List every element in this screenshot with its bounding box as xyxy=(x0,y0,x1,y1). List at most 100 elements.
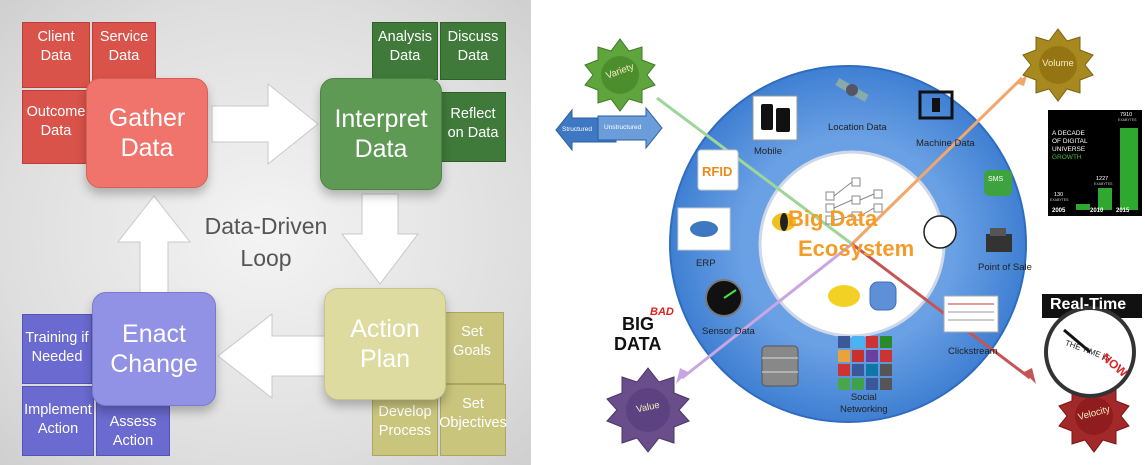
discuss-data-label: Discuss Data xyxy=(447,29,499,64)
value-gear xyxy=(606,367,690,453)
growth-value-2010: 1227 xyxy=(1096,176,1109,182)
social-networking-icons xyxy=(838,336,892,390)
client-data-label: Client Data xyxy=(37,29,75,64)
growth-line-2: OF DIGITAL xyxy=(1052,138,1088,145)
growth-unit-2015: EXABYTES xyxy=(1118,118,1137,122)
analysis-data-label: Analysis Data xyxy=(378,29,432,64)
arrow-right xyxy=(211,82,319,166)
training-if-needed-box: Training if Needed xyxy=(22,314,92,384)
loop-arrows xyxy=(116,82,420,400)
point-of-sale-label: Point of Sale xyxy=(978,262,1032,273)
velocity-line xyxy=(851,242,1031,380)
location-data-label: Location Data xyxy=(828,122,887,133)
enact-change-title: Enact Change xyxy=(110,320,198,378)
hive-bee-icon xyxy=(772,213,796,231)
growth-line-1: A DECADE xyxy=(1052,130,1085,137)
growth-year-2010: 2010 xyxy=(1090,208,1104,214)
bad-word: BAD xyxy=(650,306,674,318)
variety-gear xyxy=(584,38,656,112)
sms-icon xyxy=(984,170,1012,196)
discuss-data-box: Discuss Data xyxy=(440,22,506,80)
erp-icon xyxy=(677,207,731,251)
machine-icon xyxy=(918,90,954,120)
interpret-data-title: Interpret Data xyxy=(334,105,428,163)
implement-action-box: Implement Action xyxy=(22,386,94,456)
sensor-data-label: Sensor Data xyxy=(702,326,755,337)
big-data-ecosystem-panel: Variety Volume Value Velocity Structured… xyxy=(552,0,1145,465)
action-plan-box: Action Plan xyxy=(324,288,446,400)
growth-year-2005: 2005 xyxy=(1052,208,1066,214)
hadoop-elephant-icon xyxy=(828,285,860,307)
rfid-tag-label: RFID xyxy=(702,164,733,179)
gather-data-box: Gather Data xyxy=(86,78,208,188)
service-data-label: Service Data xyxy=(99,29,149,64)
structured-unstructured-arrows xyxy=(555,106,663,152)
growth-line-4: GROWTH xyxy=(1052,154,1082,161)
analysis-data-box: Analysis Data xyxy=(372,22,438,80)
satellite-icon xyxy=(835,78,869,102)
arrow-up xyxy=(116,195,192,305)
assess-action-label: Assess Action xyxy=(109,414,157,449)
mobile-label: Mobile xyxy=(754,146,782,157)
real-time-title: Real-Time xyxy=(1050,296,1127,313)
social-networking-label: Social Networking xyxy=(840,392,888,415)
develop-process-label: Develop Process xyxy=(378,404,432,439)
volume-line xyxy=(850,76,1024,246)
implement-action-label: Implement Action xyxy=(24,402,92,437)
reflect-on-data-label: Reflect on Data xyxy=(447,106,499,141)
growth-year-2015: 2015 xyxy=(1116,208,1130,214)
growth-line-3: UNIVERSE xyxy=(1052,146,1086,153)
velocity-gear xyxy=(1058,379,1130,453)
value-line xyxy=(681,242,853,380)
set-objectives-box: Set Objectives xyxy=(439,384,507,456)
network-diagram-icon xyxy=(825,177,883,225)
assess-action-box: Assess Action xyxy=(96,400,170,456)
machine-data-label: Machine Data xyxy=(916,138,975,149)
big-data-title: Big Data xyxy=(788,206,878,231)
service-data-box: Service Data xyxy=(92,22,156,88)
loop-center-label: Data-Driven Loop xyxy=(204,213,328,271)
outcome-data-label: Outcome Data xyxy=(26,104,86,139)
outcome-data-box: Outcome Data xyxy=(22,90,90,164)
variety-line xyxy=(656,96,853,246)
gather-data-title: Gather Data xyxy=(108,104,186,162)
mobile-icon xyxy=(752,95,798,141)
action-plan-title: Action Plan xyxy=(350,315,420,373)
growth-unit-2010: EXABYTES xyxy=(1094,182,1113,186)
ecosystem-title: Ecosystem xyxy=(798,236,915,261)
growth-unit-2005: EXABYTES xyxy=(1050,198,1069,202)
big-word: BIG xyxy=(622,314,655,334)
enact-change-box: Enact Change xyxy=(92,292,216,406)
structured-label: Structured xyxy=(562,126,592,133)
interpret-data-box: Interpret Data xyxy=(320,78,442,190)
sensor-gauge-icon xyxy=(705,279,743,317)
pig-icon xyxy=(923,215,957,249)
value-arrowhead xyxy=(676,368,688,384)
center-database-icon xyxy=(869,281,897,311)
rfid-tag-icon xyxy=(697,149,739,191)
set-objectives-label: Set Objectives xyxy=(439,396,507,431)
unstructured-label: Unstructured xyxy=(604,124,642,131)
velocity-arrowhead xyxy=(1024,368,1036,384)
data-driven-loop-panel: Client Data Service Data Outcome Data An… xyxy=(0,0,531,465)
develop-process-box: Develop Process xyxy=(372,394,438,456)
reflect-on-data-box: Reflect on Data xyxy=(440,92,506,162)
client-data-box: Client Data xyxy=(22,22,90,88)
set-goals-box: Set Goals xyxy=(440,312,504,384)
sms-label: SMS xyxy=(988,176,1004,183)
set-goals-label: Set Goals xyxy=(453,324,491,359)
growth-value-2015: 7910 xyxy=(1120,112,1133,118)
erp-label: ERP xyxy=(696,258,716,269)
point-of-sale-icon xyxy=(986,228,1012,252)
volume-gear xyxy=(1022,28,1094,102)
data-word: DATA xyxy=(614,334,662,354)
database-icon xyxy=(761,345,799,387)
clickstream-label: Clickstream xyxy=(948,346,998,357)
arrow-down xyxy=(340,193,420,285)
volume-gear-label: Volume xyxy=(1042,58,1074,69)
real-time-clock-graphic xyxy=(1042,294,1142,398)
arrow-left xyxy=(217,312,337,400)
growth-value-2005: 130 xyxy=(1054,192,1064,198)
ecosystem-graphic xyxy=(555,28,1142,453)
training-if-needed-label: Training if Needed xyxy=(25,330,89,365)
